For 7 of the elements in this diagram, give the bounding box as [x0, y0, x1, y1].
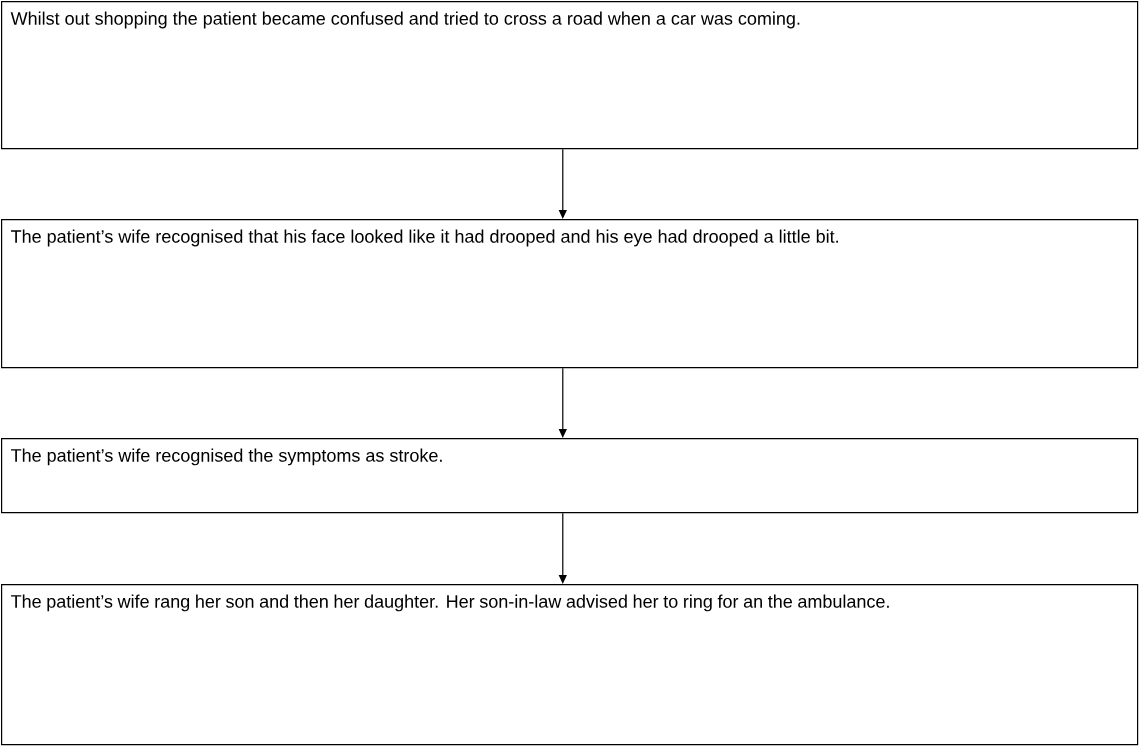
arrow [558, 367, 567, 438]
text-box: The patient’s wife rang her son and then her daughter. Her son-in-law advised her to ring for an the ambulance. [1, 584, 1139, 746]
text-box: The patient’s wife recognised the symptoms as stroke. [1, 438, 1139, 514]
text-box: The patient’s wife recognised that his face looked like it had drooped and his eye had drooped a little bit. [1, 219, 1139, 369]
arrow [558, 148, 567, 219]
text-box: Whilst out shopping the patient became confused and tried to cross a road when a car was coming. [1, 1, 1139, 150]
arrow [558, 512, 567, 584]
